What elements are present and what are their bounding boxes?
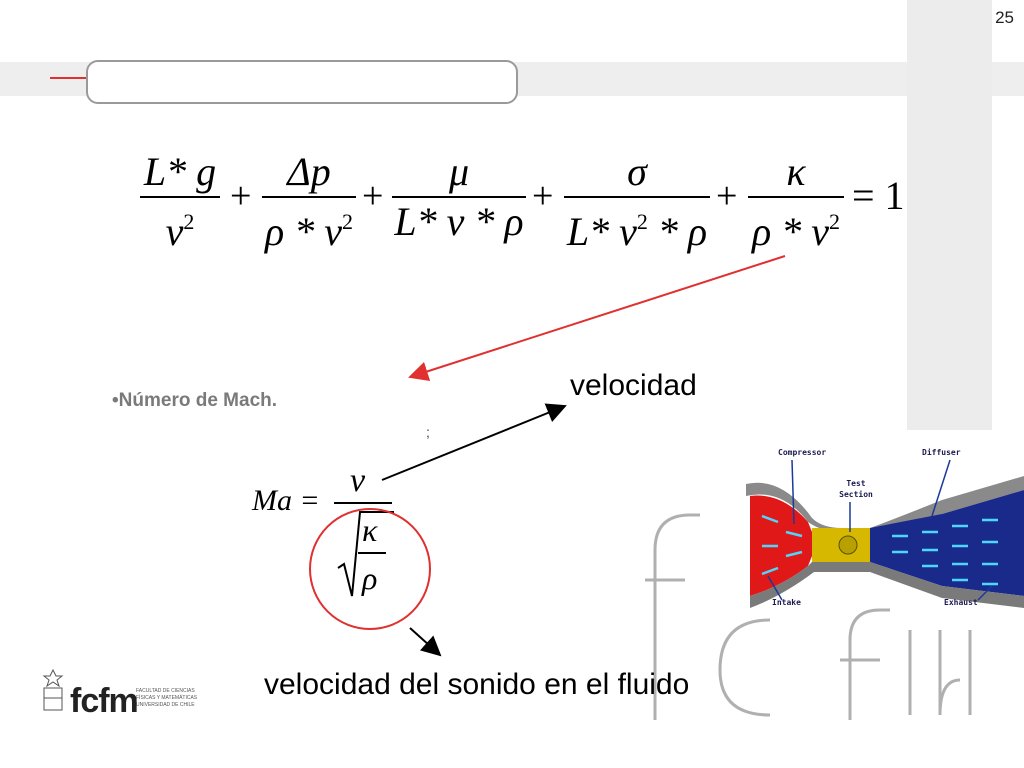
title-accent-line [50,77,86,79]
sqrt-sign [337,511,394,597]
equals-one: = 1 [852,173,905,218]
diffuser-label: Diffuser [922,448,961,457]
reynolds-numerator: μ [448,149,470,194]
intake-label: Intake [772,598,801,607]
froude-denominator: v2 [165,209,195,254]
term-cauchy: κ ρ * v2 [748,150,844,254]
stray-semicolon: ; [426,424,430,440]
test-section-label: Test Section [839,479,873,499]
faculty-name: FACULTAD DE CIENCIAS FÍSICAS Y MATEMÁTIC… [136,688,198,708]
fcfm-logo: fcfm [70,682,139,720]
term-reynolds: μ L* v * ρ [392,150,526,244]
watermark-graphic [645,513,972,720]
radicand-bar [358,552,386,554]
compressor-label: Compressor [778,448,827,457]
plus-sign: + [532,175,554,217]
sound-speed-label: velocidad del sonido en el fluido [264,668,690,701]
reynolds-denominator: L* v * ρ [394,199,524,244]
title-box [86,60,518,104]
term-weber: σ L* v2 * ρ [564,150,710,254]
cauchy-numerator: κ [786,149,806,194]
mach-numerator: v [350,462,366,499]
side-strip [907,0,992,430]
university-crest-icon [42,668,64,711]
velocity-label: velocidad [570,369,697,402]
plus-sign: + [362,175,384,217]
cauchy-denominator: ρ * v2 [752,209,840,254]
highlight-circle [309,508,431,630]
euler-numerator: Δp [287,149,331,194]
mach-lhs: Ma = [252,484,320,517]
term-froude: L* g v2 [140,150,220,254]
wind-tunnel-diagram [746,459,1024,608]
froude-numerator: L* g [143,149,217,194]
mach-fraction-bar [334,502,392,504]
kappa-symbol: κ [362,512,378,548]
plus-sign: + [716,175,738,217]
velocity-arrow [381,403,567,481]
sound-arrow [409,627,442,657]
red-arrow [408,255,786,381]
bullet-mach-number: •Número de Mach. [112,390,278,411]
term-euler: Δp ρ * v2 [262,150,356,254]
weber-denominator: L* v2 * ρ [566,209,708,254]
rho-symbol: ρ [362,560,378,596]
exhaust-label: Exhaust [944,598,978,607]
slide-number: 25 [995,8,1014,27]
euler-denominator: ρ * v2 [265,209,353,254]
plus-sign: + [230,175,252,217]
weber-numerator: σ [627,149,647,194]
